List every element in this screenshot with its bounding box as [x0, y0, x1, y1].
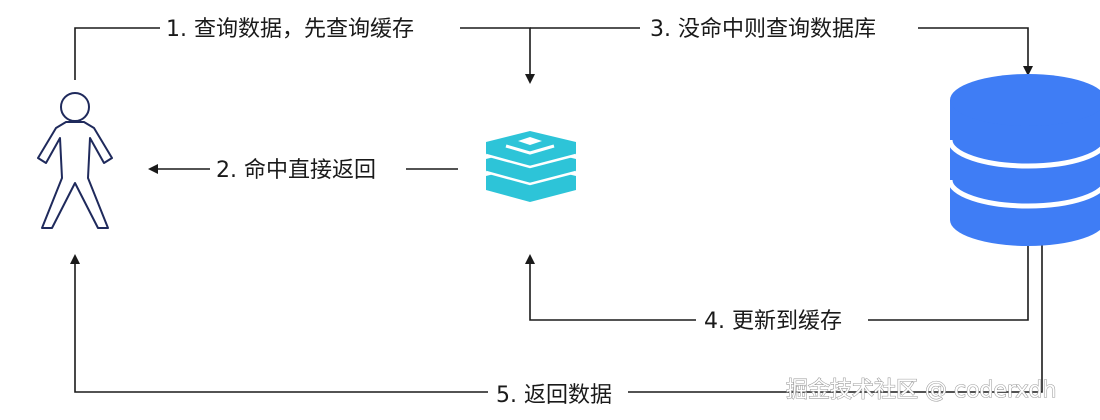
- edge-step5: [70, 245, 1043, 393]
- step4-label: 4. 更新到缓存: [704, 309, 842, 334]
- step-labels: 1. 查询数据，先查询缓存 3. 没命中则查询数据库 2. 命中直接返回 4. …: [160, 14, 918, 408]
- redis-icon: [485, 131, 577, 202]
- step1-label: 1. 查询数据，先查询缓存: [166, 17, 414, 42]
- watermark: 掘金技术社区 @ coderxdh: [786, 378, 1056, 403]
- connectors: [70, 27, 1043, 393]
- step2-label: 2. 命中直接返回: [216, 158, 376, 183]
- step5-label: 5. 返回数据: [496, 383, 612, 408]
- database-icon: [947, 74, 1100, 246]
- step3-label: 3. 没命中则查询数据库: [650, 17, 876, 42]
- user-icon: [37, 92, 113, 229]
